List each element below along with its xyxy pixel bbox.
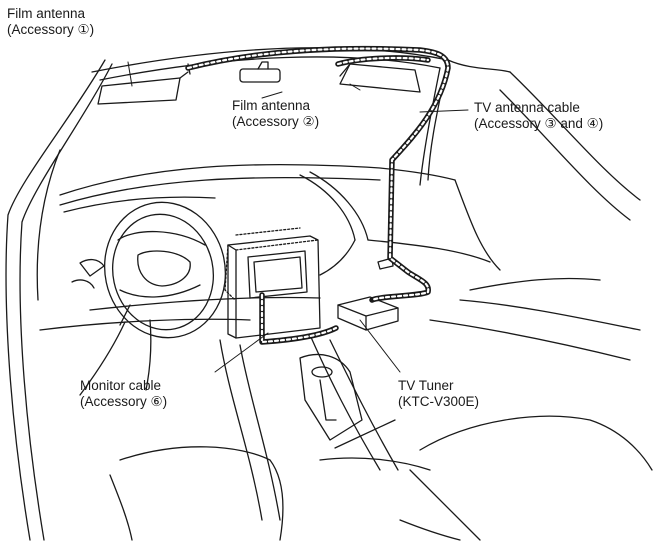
right-door: [429, 71, 641, 361]
label-tv-antenna-cable: TV antenna cable (Accessory ③ and ④): [474, 100, 604, 131]
center-console: [219, 334, 431, 521]
monitor-cable-route: [259, 292, 339, 345]
left-door-frame: [5, 59, 113, 541]
seats: [109, 415, 653, 541]
label-monitor-cable: Monitor cable (Accessory ⑥): [80, 378, 168, 409]
tv-tuner-box: [337, 296, 399, 331]
label-tv-tuner: TV Tuner (KTC-V300E): [398, 378, 480, 409]
dashboard: [39, 163, 501, 331]
film-antenna-right-shape: [339, 63, 421, 93]
label-film-antenna-left: Film antenna (Accessory ①): [7, 6, 95, 37]
monitor-unit: [224, 227, 321, 339]
label-film-antenna-right: Film antenna (Accessory ②): [232, 98, 320, 129]
steering-wheel: [79, 201, 227, 396]
film-antenna-left-shape: [97, 63, 191, 105]
leader-lines: [127, 61, 469, 373]
antenna-cable-route: [185, 45, 451, 303]
rear-view-mirror: [239, 61, 281, 83]
dash-vents: [71, 257, 394, 289]
